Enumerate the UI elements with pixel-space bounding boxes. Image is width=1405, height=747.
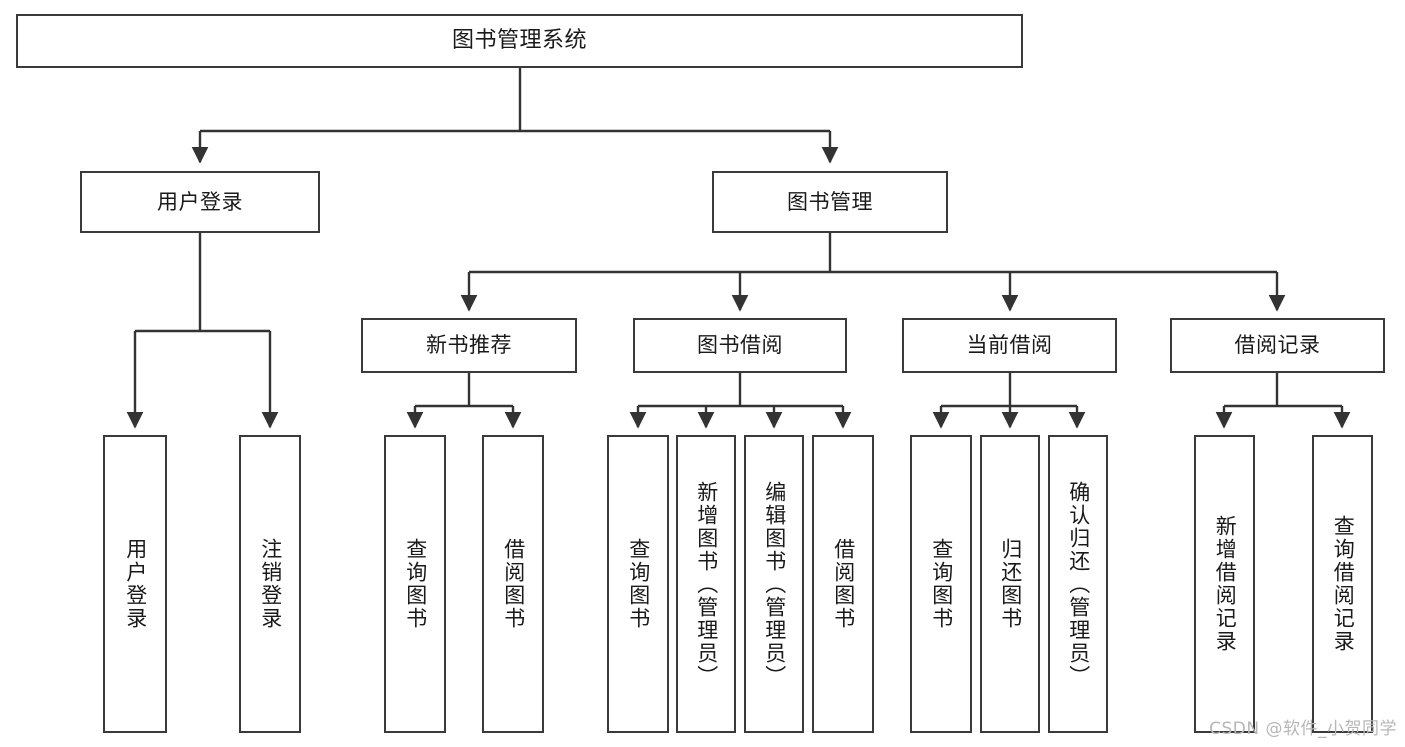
node-user-login[interactable]: 用户登录 xyxy=(80,171,320,233)
node-book-borrow-label: 图书借阅 xyxy=(697,333,783,358)
node-leaf-recommend-query-book[interactable]: 查询图书 xyxy=(384,435,446,733)
node-leaf-current-confirm-return-label: 确认归还（管理员） xyxy=(1066,480,1091,688)
node-leaf-borrow-add-book[interactable]: 新增图书（管理员） xyxy=(676,435,736,733)
node-leaf-borrow-edit-book-label: 编辑图书（管理员） xyxy=(762,480,787,688)
node-leaf-record-add[interactable]: 新增借阅记录 xyxy=(1194,435,1255,733)
node-leaf-current-query-book[interactable]: 查询图书 xyxy=(910,435,972,733)
node-borrow-record-label: 借阅记录 xyxy=(1234,333,1321,358)
node-borrow-record[interactable]: 借阅记录 xyxy=(1170,318,1385,373)
node-leaf-logout[interactable]: 注销登录 xyxy=(239,435,301,733)
node-new-book-recommend[interactable]: 新书推荐 xyxy=(361,318,577,373)
node-leaf-user-login[interactable]: 用户登录 xyxy=(103,435,167,733)
node-leaf-current-confirm-return[interactable]: 确认归还（管理员） xyxy=(1048,435,1108,733)
node-leaf-record-query-label: 查询借阅记录 xyxy=(1331,515,1356,653)
node-leaf-borrow-add-book-label: 新增图书（管理员） xyxy=(694,480,719,688)
node-leaf-borrow-query-book-label: 查询图书 xyxy=(626,538,651,630)
node-root-label: 图书管理系统 xyxy=(451,28,587,54)
node-leaf-borrow-edit-book[interactable]: 编辑图书（管理员） xyxy=(744,435,804,733)
node-leaf-recommend-borrow-book-label: 借阅图书 xyxy=(501,538,526,630)
node-book-management[interactable]: 图书管理 xyxy=(712,171,948,233)
node-leaf-record-add-label: 新增借阅记录 xyxy=(1213,515,1238,653)
csdn-watermark: CSDN @软件_小贺同学 xyxy=(1209,719,1397,739)
node-leaf-user-login-label: 用户登录 xyxy=(123,538,148,630)
node-current-borrow[interactable]: 当前借阅 xyxy=(902,318,1117,373)
node-leaf-current-return-book-label: 归还图书 xyxy=(998,538,1023,630)
node-leaf-current-return-book[interactable]: 归还图书 xyxy=(980,435,1040,733)
node-leaf-current-query-book-label: 查询图书 xyxy=(929,538,954,630)
node-leaf-recommend-query-book-label: 查询图书 xyxy=(403,538,428,630)
node-user-login-label: 用户登录 xyxy=(157,189,243,214)
node-leaf-record-query[interactable]: 查询借阅记录 xyxy=(1312,435,1373,733)
node-leaf-logout-label: 注销登录 xyxy=(258,538,283,630)
node-leaf-borrow-borrow-book[interactable]: 借阅图书 xyxy=(812,435,874,733)
node-root-book-management-system[interactable]: 图书管理系统 xyxy=(16,14,1023,68)
node-book-management-label: 图书管理 xyxy=(787,189,873,214)
node-leaf-recommend-borrow-book[interactable]: 借阅图书 xyxy=(482,435,544,733)
node-leaf-borrow-query-book[interactable]: 查询图书 xyxy=(607,435,669,733)
node-book-borrow[interactable]: 图书借阅 xyxy=(633,318,847,373)
node-leaf-borrow-borrow-book-label: 借阅图书 xyxy=(831,538,856,630)
node-new-book-recommend-label: 新书推荐 xyxy=(426,333,512,358)
node-current-borrow-label: 当前借阅 xyxy=(966,333,1053,358)
